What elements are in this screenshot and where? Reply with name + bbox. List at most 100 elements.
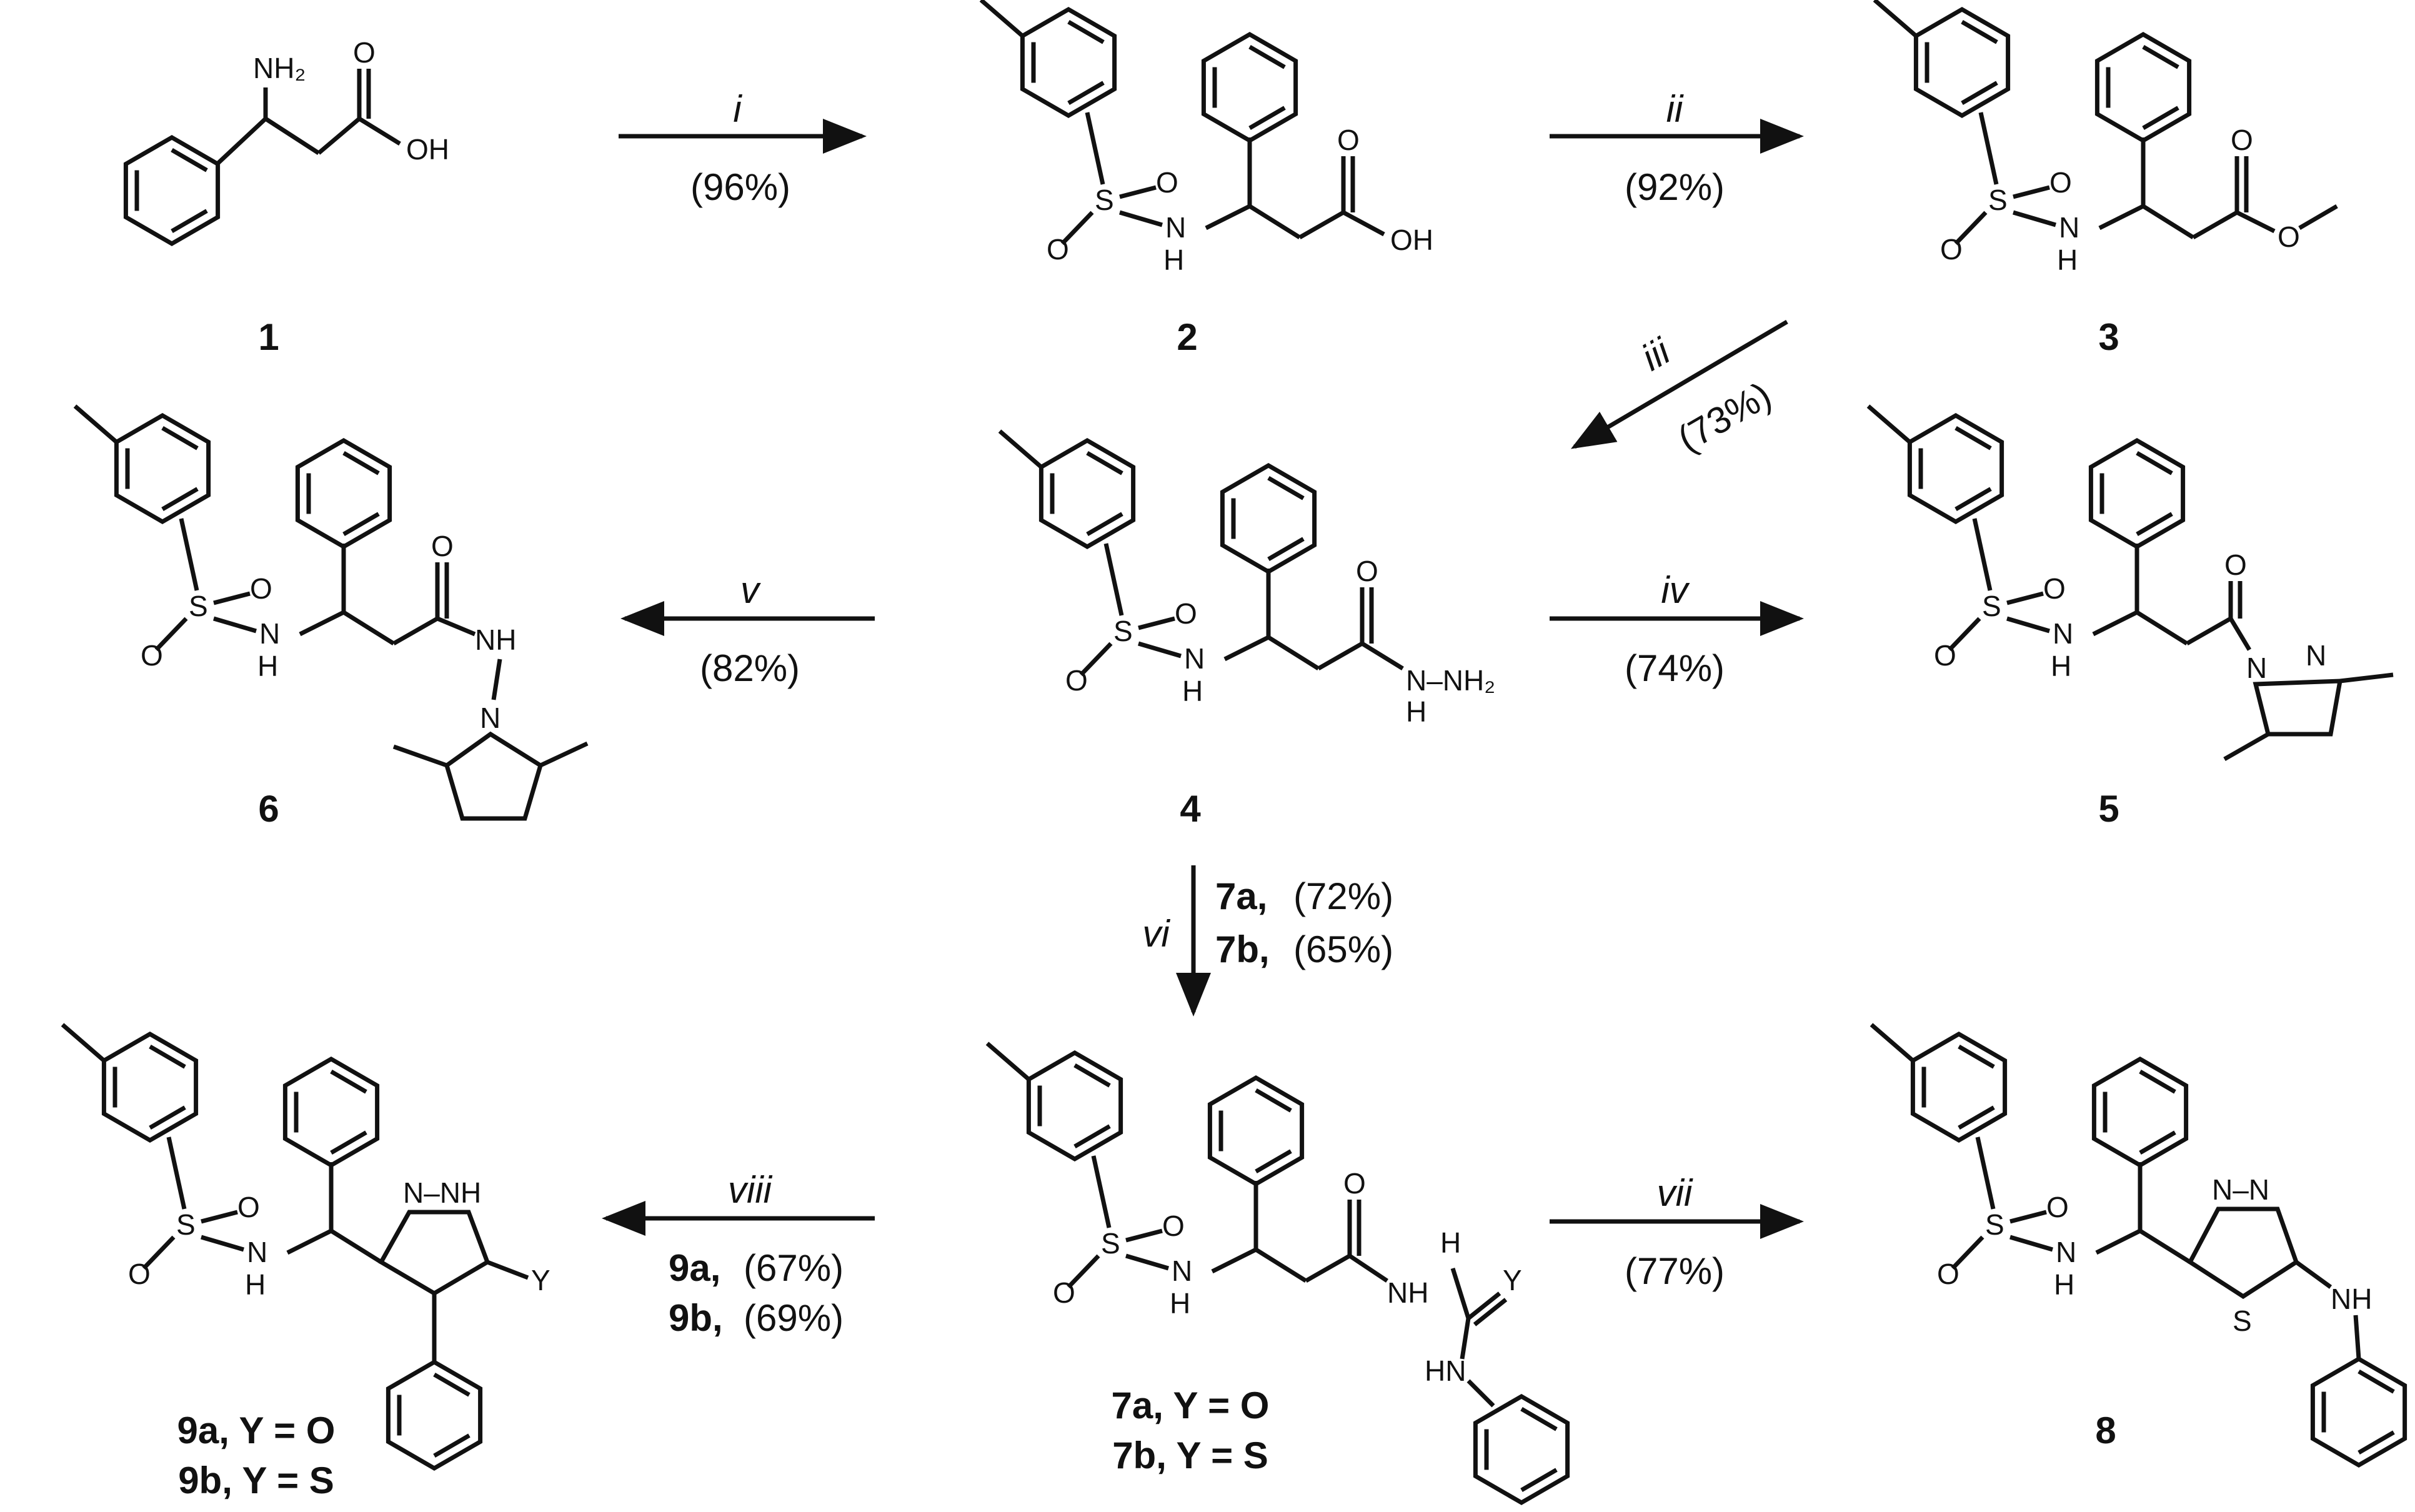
amide-h: H [1163, 244, 1184, 276]
yield-label-vii: (77%) [1625, 1250, 1725, 1292]
compound-label-4: 4 [1180, 788, 1201, 830]
sulfonyl-oxygen: O [128, 1258, 151, 1290]
reagent-label-vii: vii [1657, 1172, 1693, 1214]
yield-label-v: (82%) [700, 647, 800, 689]
pyrrole-n: N [480, 702, 500, 734]
compound-label-1: 1 [258, 316, 279, 358]
carbonyl-oxygen: O [1343, 1167, 1366, 1200]
yield-label-7b: (65%) [1293, 928, 1393, 970]
compound-label-9b: 9b, Y = S [178, 1460, 334, 1501]
compound-label-3: 3 [2098, 316, 2119, 358]
sulfonyl-oxygen: O [237, 1191, 260, 1223]
hydrazide-nh: NH [1387, 1276, 1428, 1309]
compound-label-6: 6 [258, 788, 279, 830]
amide-n: N [247, 1236, 267, 1268]
yield-label-7a-compound: 7a, [1215, 875, 1267, 917]
amide-n: N [2056, 1236, 2076, 1268]
amide-h: H [257, 650, 278, 682]
amide-h: H [1170, 1287, 1190, 1320]
carbonyl-oxygen: O [431, 530, 454, 562]
triazole-nh: N–NH [403, 1176, 481, 1209]
compound-4: S O O N H O N–NH₂ H [1000, 431, 1495, 728]
amide-n: N [1184, 642, 1205, 675]
compound-label-5: 5 [2098, 788, 2119, 830]
compound-label-7a: 7a, Y = O [1112, 1385, 1270, 1426]
thiadiazole-n: N–N [2212, 1173, 2269, 1206]
reagent-label-i: i [733, 88, 742, 130]
hydrazide-h: H [1406, 695, 1427, 728]
reagent-label-vi: vi [1142, 913, 1170, 955]
hydrazide-group: N–NH₂ [1406, 664, 1495, 697]
yield-label-i: (96%) [690, 166, 790, 208]
reagent-label-v: v [740, 569, 761, 611]
sulfonyl-oxygen: O [2049, 166, 2072, 199]
sulfur-atom: S [1985, 1208, 2004, 1241]
ester-oxygen: O [2278, 221, 2300, 253]
carbonyl-oxygen: O [2231, 124, 2253, 156]
amide-n: N [259, 617, 280, 650]
arrow-step-iv: iv (74%) [1550, 569, 1804, 689]
hydroxyl-group: OH [406, 133, 449, 166]
carbonyl-oxygen: O [1337, 124, 1360, 156]
amino-group: NH₂ [253, 52, 306, 84]
hydroxyl-group: OH [1390, 224, 1433, 256]
amide-h: H [245, 1268, 266, 1301]
substituent-y: Y [1503, 1264, 1522, 1296]
arrow-step-viii: viii 9a, (67%) 9b, (69%) [602, 1169, 875, 1339]
compound-8: S O O N H N–N S NH [1871, 1025, 2405, 1465]
yield-label-9b-compound: 9b, [669, 1297, 723, 1339]
sulfonyl-oxygen: O [250, 572, 272, 605]
compound-label-2: 2 [1177, 316, 1197, 358]
amide-n: N [1165, 211, 1186, 244]
sulfur-atom: S [1988, 184, 2008, 216]
arrow-step-iii: iii (73%) [1570, 319, 1788, 460]
carbonyl-oxygen: O [2224, 549, 2247, 581]
sulfur-atom: S [189, 590, 208, 622]
pyrazole-n: N [2306, 639, 2326, 672]
anilino-nh: NH [2331, 1283, 2372, 1315]
arrow-step-v: v (82%) [620, 569, 875, 689]
amide-h: H [2057, 244, 2078, 276]
sulfonyl-oxygen: O [1047, 233, 1069, 266]
amide-n: N [2059, 211, 2079, 244]
reagent-label-ii: ii [1666, 88, 1684, 130]
arrow-step-ii: ii (92%) [1550, 88, 1804, 208]
sulfonyl-oxygen: O [1162, 1210, 1185, 1242]
substituent-y: Y [531, 1264, 550, 1296]
yield-label-9b: (69%) [744, 1297, 844, 1339]
arrow-step-vii: vii (77%) [1550, 1172, 1804, 1292]
thiadiazole-s: S [2233, 1305, 2252, 1337]
sulfonyl-oxygen: O [141, 639, 163, 672]
carbonyl-oxygen: O [1356, 555, 1378, 587]
compound-label-8: 8 [2095, 1410, 2116, 1451]
sulfonyl-oxygen: O [1934, 639, 1956, 672]
sulfonyl-oxygen: O [1940, 233, 1963, 266]
reagent-label-viii: viii [728, 1169, 773, 1211]
compound-5: S O O N H O N N [1868, 406, 2394, 762]
sulfur-atom: S [1113, 615, 1133, 647]
arrow-step-i: i (96%) [619, 88, 867, 208]
amide-h: H [2054, 1268, 2074, 1301]
arrow-step-vi: vi 7a, (72%) 7b, (65%) [1142, 865, 1393, 1017]
hydrazide-h: H [1440, 1226, 1461, 1259]
amide-n: N [1172, 1255, 1192, 1287]
amide-n: N [2053, 617, 2073, 650]
reagent-label-iv: iv [1661, 569, 1690, 611]
yield-label-iv: (74%) [1625, 647, 1725, 689]
sulfonyl-oxygen: O [2046, 1191, 2069, 1223]
sulfur-atom: S [1982, 590, 2001, 622]
yield-label-ii: (92%) [1625, 166, 1725, 208]
pyrazole-n: N [2246, 652, 2267, 684]
carbonyl-oxygen: O [353, 36, 376, 69]
compound-2: S O O N H O OH [981, 0, 1433, 276]
compound-1: NH₂ O OH [126, 36, 449, 244]
sulfonyl-oxygen: O [1175, 597, 1197, 630]
reagent-label-iii: iii [1635, 329, 1678, 379]
sulfur-atom: S [1101, 1227, 1120, 1260]
yield-label-9a-compound: 9a, [669, 1247, 720, 1289]
sulfonyl-oxygen: O [1065, 664, 1088, 697]
compound-label-9a: 9a, Y = O [177, 1410, 336, 1451]
yield-label-7a: (72%) [1293, 875, 1393, 917]
compound-9: S O O N H N–NH Y [62, 1025, 550, 1468]
sulfur-atom: S [1095, 184, 1114, 216]
